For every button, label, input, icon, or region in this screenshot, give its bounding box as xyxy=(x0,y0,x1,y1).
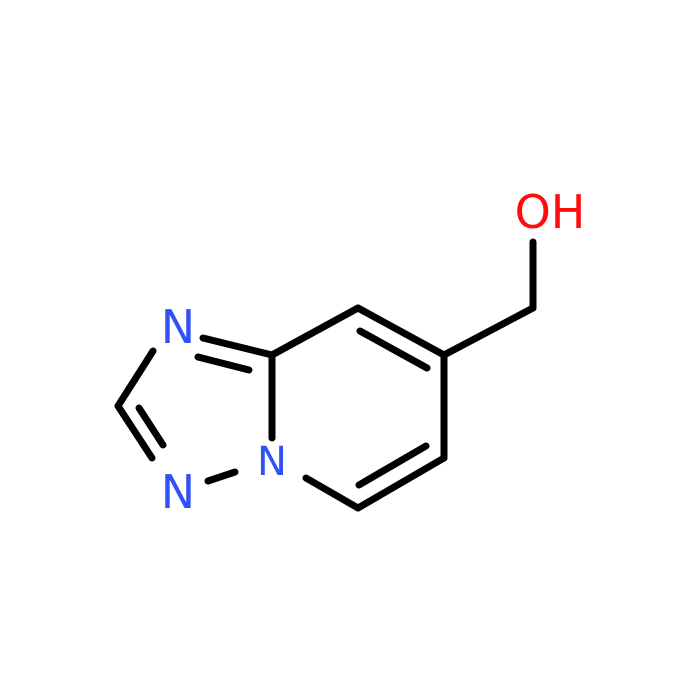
bond-n3-n4 xyxy=(204,468,239,485)
atom-labels: OH N N N xyxy=(161,185,586,519)
atom-n3-label: N xyxy=(161,465,195,519)
atom-n1-label: N xyxy=(161,300,195,354)
bond-c6-c5-inner xyxy=(355,442,430,489)
bond-c2-n3-inner xyxy=(135,404,167,449)
atom-n4-label: N xyxy=(257,439,287,485)
bond-c8-c7-inner xyxy=(356,327,431,372)
bond-c5-n4 xyxy=(302,474,362,512)
bond-c8a-n1-inner xyxy=(194,353,253,374)
bond-n1-c2 xyxy=(114,347,157,410)
bond-c2-n3 xyxy=(114,402,156,462)
bonds xyxy=(114,238,537,512)
bond-c8a-c8 xyxy=(268,304,362,359)
atom-oh-label: OH xyxy=(515,185,586,239)
bond-c7-ch2 xyxy=(440,304,537,359)
bond-c8a-n1 xyxy=(199,334,276,359)
bond-c6-c5 xyxy=(354,454,448,512)
bond-c8-c7 xyxy=(354,304,448,359)
